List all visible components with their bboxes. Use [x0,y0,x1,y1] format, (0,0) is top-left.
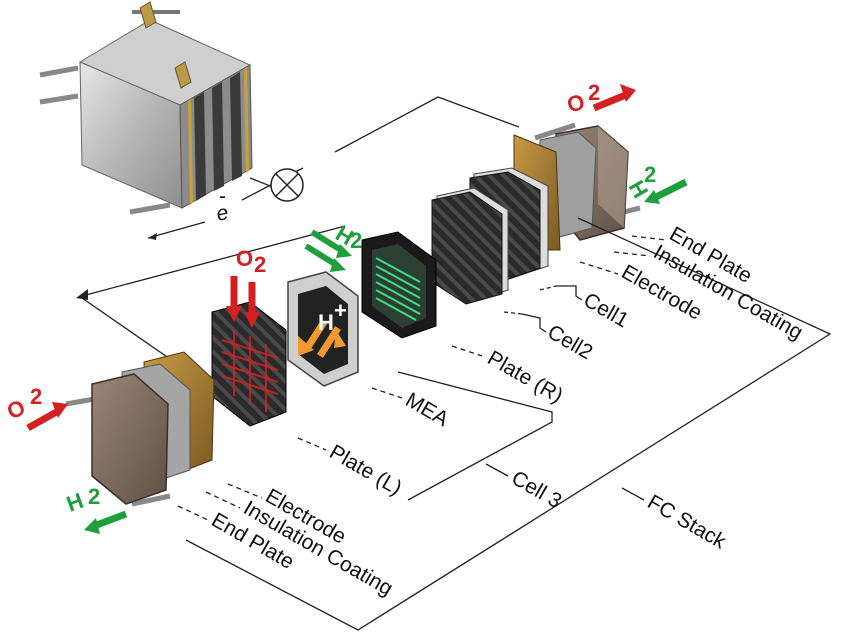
h2-inlet-arrow-center [304,229,352,272]
label-plate-r: Plate (R) [484,346,567,407]
electron-symbol: e [214,201,230,226]
h2-inlet-arrow-top [644,178,688,204]
svg-text:2: 2 [350,228,362,253]
svg-text:2: 2 [644,162,656,187]
o2-inlet-arrow-center [226,276,260,328]
svg-text:2: 2 [88,484,100,509]
label-fc-stack: FC Stack [644,490,731,553]
label-cell1: Cell1 [580,288,633,332]
h2-label-bottom: H [63,488,86,517]
proton-charge: + [334,298,347,323]
o2-label-bottom: O [3,394,30,424]
label-mea: MEA [402,388,453,431]
plate-r [361,231,437,339]
end-plate-left [65,373,171,507]
proton-symbol: H [318,310,334,335]
label-cell2: Cell2 [544,320,597,364]
leader-lines [177,217,832,631]
o2-inlet-arrow-bottom [26,402,68,432]
electron-charge: - [219,185,226,208]
svg-text:2: 2 [254,252,266,277]
proton-arrows [298,320,346,358]
label-cell3: Cell 3 [508,466,566,513]
electron-flow-arrow [76,289,88,300]
h2-outlet-arrow-bottom [84,510,128,534]
o2-outlet-arrow-top [592,84,636,112]
svg-text:2: 2 [30,384,42,409]
assembled-stack-illustration [39,1,253,215]
o2-label-top: O [564,89,588,118]
label-plate-l: Plate (L) [326,440,406,500]
bipolar-plate-cell2 [431,187,509,305]
o2-label-center: O [236,246,253,271]
svg-text:2: 2 [588,80,600,105]
